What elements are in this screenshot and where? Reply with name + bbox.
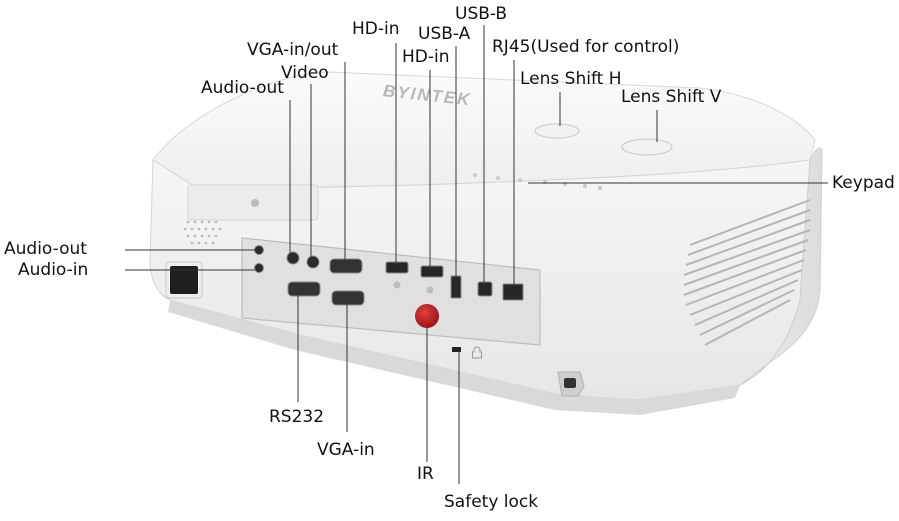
hd-screw-2: [426, 286, 434, 294]
safety-lock-slot[interactable]: [452, 347, 461, 352]
lens-shift-h-knob[interactable]: [534, 123, 580, 139]
projector-bottom-edge: [168, 300, 740, 415]
rear-foot-slot: [564, 378, 576, 388]
side-vents: [683, 199, 811, 346]
label-vga-in-out: VGA-in/out: [247, 40, 339, 60]
vga-in-out-port[interactable]: [329, 258, 363, 274]
speaker-grille: [183, 220, 222, 245]
label-vga-in: VGA-in: [317, 440, 375, 460]
label-audio-in: Audio-in: [18, 260, 89, 280]
label-hd-in-1: HD-in: [352, 19, 400, 39]
label-rj45: RJ45(Used for control): [492, 37, 680, 57]
projector-side-face: [739, 147, 823, 386]
cover-screw: [251, 199, 259, 207]
ir-receiver: [415, 304, 439, 328]
audio-out-jack-left[interactable]: [254, 245, 264, 255]
label-rs232: RS232: [269, 407, 325, 427]
usb-b-port[interactable]: [477, 281, 493, 297]
usb-a-port[interactable]: [450, 275, 462, 299]
label-hd-in-2: HD-in: [402, 47, 450, 67]
lock-icon: [472, 346, 482, 359]
label-audio-out-top: Audio-out: [201, 78, 284, 98]
power-socket-frame: [165, 261, 203, 299]
label-ir: IR: [417, 464, 434, 484]
hd-in-port-2[interactable]: [420, 265, 444, 278]
vga-in-port[interactable]: [331, 290, 365, 306]
lens-shift-v-knob[interactable]: [621, 138, 673, 156]
rj45-port[interactable]: [502, 283, 524, 301]
audio-out-jack-top[interactable]: [286, 251, 300, 265]
hd-in-port-1[interactable]: [385, 261, 409, 274]
label-lens-shift-h: Lens Shift H: [520, 69, 622, 89]
label-safety-lock: Safety lock: [444, 492, 539, 512]
label-usb-b: USB-B: [455, 4, 508, 24]
label-keypad: Keypad: [832, 173, 895, 193]
audio-in-jack[interactable]: [254, 263, 264, 273]
hd-screw-1: [393, 281, 401, 289]
keypad[interactable]: [473, 173, 602, 190]
label-audio-out-left: Audio-out: [4, 239, 87, 259]
video-jack[interactable]: [306, 255, 320, 269]
rs232-port[interactable]: [287, 281, 321, 297]
label-video: Video: [281, 63, 329, 83]
power-socket[interactable]: [170, 266, 198, 294]
label-lens-shift-v: Lens Shift V: [621, 87, 722, 107]
label-usb-a: USB-A: [418, 24, 471, 44]
leader-lines: [125, 25, 828, 484]
